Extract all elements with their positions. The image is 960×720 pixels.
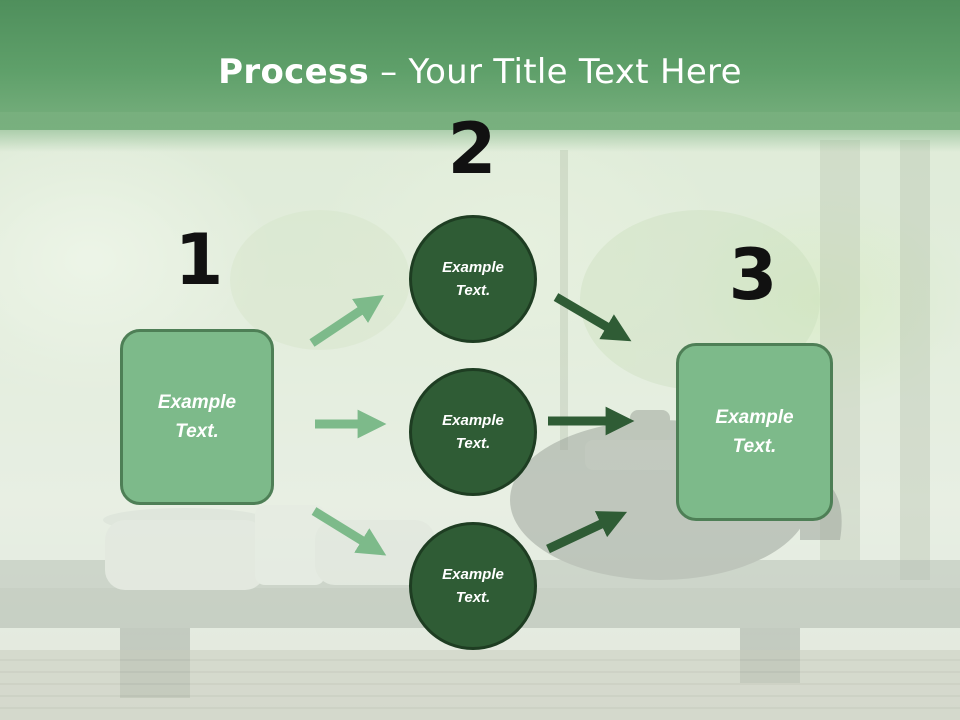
arrow-circle-top-to-3: [553, 293, 632, 342]
arrow-1-to-circle-top: [309, 295, 384, 347]
header-fade: [0, 112, 960, 152]
step-number-3: 3: [728, 234, 778, 316]
step-number-1: 1: [174, 219, 224, 301]
step-2-circle-bottom: Example Text.: [409, 522, 537, 650]
page-title: Process – Your Title Text Here: [0, 52, 960, 92]
step-3-box: Example Text.: [676, 343, 833, 521]
title-rest: – Your Title Text Here: [369, 52, 742, 92]
step-2-circle-middle: Example Text.: [409, 368, 537, 496]
step-number-2: 2: [447, 108, 497, 190]
header-band: [0, 0, 960, 130]
circle-bottom-text: Example Text.: [442, 566, 504, 606]
step-1-box: Example Text.: [120, 329, 274, 505]
circle-middle-text: Example Text.: [442, 412, 504, 452]
title-bold: Process: [218, 52, 370, 92]
circle-top-text: Example Text.: [442, 259, 504, 299]
arrow-1-to-circle-bottom: [311, 507, 387, 556]
step-3-text: Example Text.: [715, 407, 794, 457]
step-1-text: Example Text.: [157, 392, 237, 442]
arrow-circle-bottom-to-3: [546, 511, 628, 554]
step-2-circle-top: Example Text.: [409, 215, 537, 343]
